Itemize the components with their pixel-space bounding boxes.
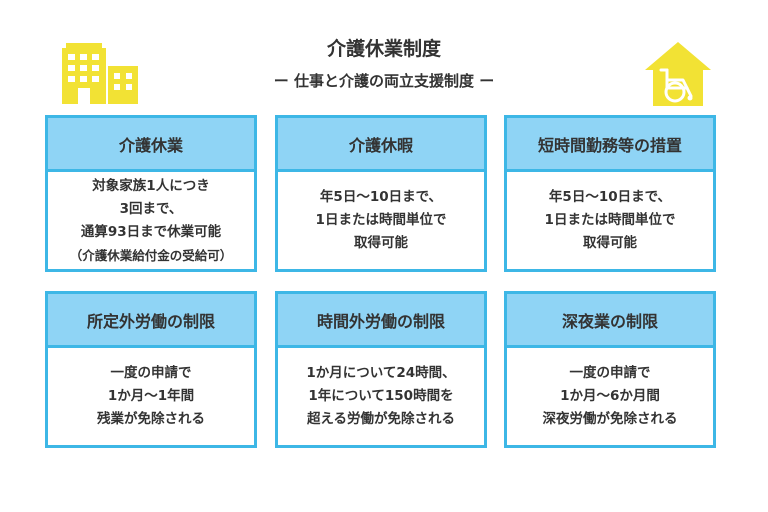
card-line: 年5日〜10日まで、 bbox=[319, 189, 443, 205]
card-line: 対象家族1人につき bbox=[92, 177, 210, 194]
card-line: 1か月について24時間、 bbox=[306, 365, 456, 381]
card-line: 年5日〜10日まで、 bbox=[548, 189, 672, 205]
card-line: 取得可能 bbox=[354, 235, 408, 251]
card-line: 1か月〜6か月間 bbox=[560, 388, 660, 404]
card-shinyagyo: 深夜業の制限 一度の申請で 1か月〜6か月間 深夜労働が免除される bbox=[504, 291, 716, 448]
card-kaigo-kyuka: 介護休暇 年5日〜10日まで、 1日または時間単位で 取得可能 bbox=[275, 115, 487, 272]
card-line: 深夜労働が免除される bbox=[542, 411, 678, 427]
card-heading: 短時間勤務等の措置 bbox=[507, 118, 713, 172]
card-heading: 介護休業 bbox=[48, 118, 254, 172]
card-line: （介護休業給付金の受給可） bbox=[69, 247, 233, 263]
house-wheelchair-icon bbox=[645, 42, 711, 106]
card-shoteigai-rodo: 所定外労働の制限 一度の申請で 1か月〜1年間 残業が免除される bbox=[45, 291, 257, 448]
card-tanjikan-kinmu: 短時間勤務等の措置 年5日〜10日まで、 1日または時間単位で 取得可能 bbox=[504, 115, 716, 272]
card-kaigo-kyugyo: 介護休業 対象家族1人につき 3回まで、 通算93日まで休業可能 （介護休業給付… bbox=[45, 115, 257, 272]
card-line: 1か月〜1年間 bbox=[107, 388, 195, 404]
page-title: 介護休業制度 bbox=[326, 38, 441, 60]
card-line: 通算93日まで休業可能 bbox=[80, 223, 222, 240]
card-jikangai-rodo: 時間外労働の制限 1か月について24時間、 1年について150時間を 超える労働… bbox=[275, 291, 487, 448]
card-body: 1か月について24時間、 1年について150時間を 超える労働が免除される bbox=[278, 348, 484, 445]
card-body: 年5日〜10日まで、 1日または時間単位で 取得可能 bbox=[278, 172, 484, 269]
card-line: 3回まで、 bbox=[119, 200, 183, 217]
card-line: 残業が免除される bbox=[97, 411, 205, 427]
card-line: 1年について150時間を bbox=[308, 388, 454, 404]
card-heading: 介護休暇 bbox=[278, 118, 484, 172]
card-heading: 時間外労働の制限 bbox=[278, 294, 484, 348]
card-line: 超える労働が免除される bbox=[306, 411, 456, 427]
card-line: 一度の申請で bbox=[569, 365, 651, 381]
card-heading: 深夜業の制限 bbox=[507, 294, 713, 348]
card-line: 取得可能 bbox=[583, 235, 637, 251]
page-subtitle: ー 仕事と介護の両立支援制度 ー bbox=[273, 72, 495, 90]
card-line: 1日または時間単位で bbox=[315, 212, 447, 228]
office-building-icon bbox=[62, 43, 138, 104]
card-body: 対象家族1人につき 3回まで、 通算93日まで休業可能 （介護休業給付金の受給可… bbox=[48, 172, 254, 269]
card-body: 一度の申請で 1か月〜6か月間 深夜労働が免除される bbox=[507, 348, 713, 445]
card-heading: 所定外労働の制限 bbox=[48, 294, 254, 348]
card-line: 1日または時間単位で bbox=[544, 212, 676, 228]
card-body: 一度の申請で 1か月〜1年間 残業が免除される bbox=[48, 348, 254, 445]
card-line: 一度の申請で bbox=[110, 365, 192, 381]
card-body: 年5日〜10日まで、 1日または時間単位で 取得可能 bbox=[507, 172, 713, 269]
